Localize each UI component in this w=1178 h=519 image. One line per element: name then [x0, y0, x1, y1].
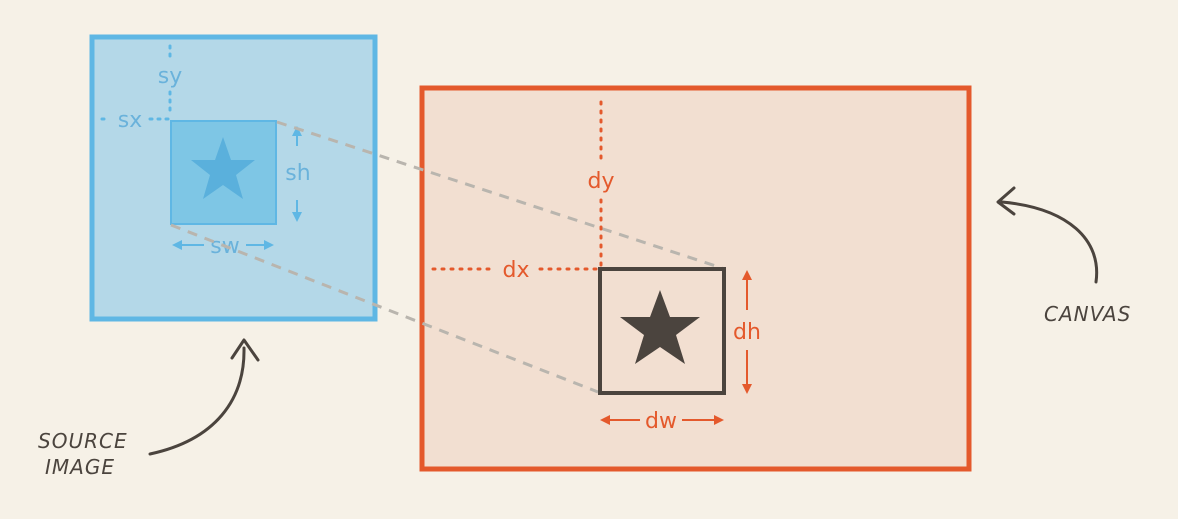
projection-line-top — [276, 120, 723, 270]
source-star-icon — [191, 137, 255, 199]
dw-label: dw — [645, 409, 677, 434]
dh-label: dh — [733, 320, 761, 345]
canvas-caption: CANVAS — [1044, 302, 1131, 326]
source-arrowhead — [230, 338, 260, 362]
destination-star-icon — [620, 290, 700, 364]
source-caption-line2: IMAGE — [45, 455, 115, 479]
source-caption-line1: SOURCE — [38, 429, 128, 453]
sh-label: sh — [285, 161, 310, 186]
canvas-arrowhead — [996, 186, 1016, 216]
destination-rect — [598, 267, 726, 395]
canvas-curved-arrow-icon — [1000, 200, 1099, 284]
sy-label: sy — [158, 64, 182, 89]
sx-label: sx — [118, 108, 142, 133]
source-curved-arrow-icon — [148, 346, 246, 456]
dx-label: dx — [503, 258, 530, 283]
projection-line-bottom — [170, 223, 599, 394]
canvas-rect — [419, 85, 972, 472]
dy-label: dy — [588, 169, 615, 194]
